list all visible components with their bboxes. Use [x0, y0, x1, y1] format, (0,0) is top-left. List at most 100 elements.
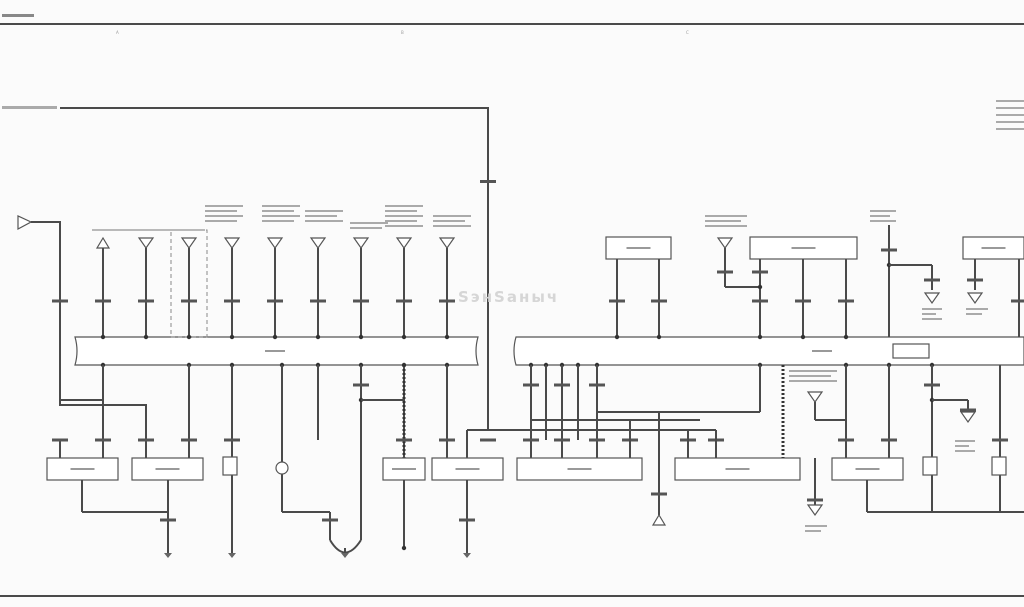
- connector: [353, 383, 369, 387]
- component-label: [725, 468, 750, 470]
- junction-dot: [800, 334, 806, 340]
- signal-triangle-down-icon: [266, 237, 284, 250]
- connector: [554, 383, 570, 387]
- component-label: [392, 468, 416, 470]
- column-marker-a: A: [116, 30, 119, 35]
- signal-triangle-down-icon: [395, 237, 413, 250]
- signal-triangle-down-icon: [806, 391, 824, 404]
- connector: [52, 299, 68, 303]
- connector: [1011, 299, 1024, 303]
- connector: [396, 438, 412, 442]
- connector: [224, 438, 240, 442]
- junction-dot: [843, 334, 849, 340]
- wire-label: [789, 375, 831, 377]
- wire-label: [385, 210, 417, 212]
- title-text-block: [2, 14, 34, 17]
- connector: [589, 438, 605, 442]
- component-label: [567, 468, 592, 470]
- feed-label: [2, 106, 57, 109]
- connector: [752, 299, 768, 303]
- connector: [967, 278, 983, 282]
- wire-label: [966, 313, 982, 315]
- antenna-triangle-icon: [17, 215, 33, 231]
- sensor-icon: [222, 456, 238, 476]
- bus-label-left: [265, 350, 285, 352]
- control-unit-bus-right: [513, 336, 1024, 366]
- wire-label: [385, 225, 423, 227]
- component-label: [70, 468, 95, 470]
- component-label: [855, 468, 880, 470]
- signal-triangle-up-icon: [95, 236, 111, 249]
- connector: [310, 299, 326, 303]
- signal-triangle-down-icon: [309, 237, 327, 250]
- signal-triangle-down-icon: [438, 237, 456, 250]
- connector: [95, 299, 111, 303]
- signal-triangle-down-icon: [352, 237, 370, 250]
- junction-dot: [186, 334, 192, 340]
- junction-dot: [143, 334, 149, 340]
- watermark: SэнSаныч: [458, 288, 559, 306]
- ground-icon: [228, 553, 236, 558]
- wire-label: [789, 380, 837, 382]
- connector: [807, 498, 823, 502]
- component-label: [981, 247, 1006, 249]
- wire-label: [262, 215, 300, 217]
- junction-dot: [401, 545, 407, 551]
- connector: [651, 299, 667, 303]
- feed-connector: [480, 180, 496, 183]
- connector: [523, 438, 539, 442]
- connector: [924, 278, 940, 282]
- signal-triangle-down-icon: [137, 237, 155, 250]
- wire-label: [262, 220, 294, 222]
- connector: [224, 299, 240, 303]
- wire-label: [789, 370, 837, 372]
- wire-label: [705, 225, 747, 227]
- connector: [609, 299, 625, 303]
- signal-triangle-down-icon: [806, 504, 824, 517]
- wire-label: [922, 318, 942, 320]
- ground-icon: [341, 553, 349, 558]
- connector: [992, 438, 1008, 442]
- connector: [651, 492, 667, 496]
- wire-label: [870, 210, 896, 212]
- signal-triangle-down-icon: [966, 292, 984, 305]
- connector: [960, 408, 976, 412]
- junction-dot: [656, 334, 662, 340]
- wire-label: [922, 308, 942, 310]
- wire-label: [433, 225, 471, 227]
- power-feed-wire: [60, 107, 489, 430]
- connector: [181, 299, 197, 303]
- wire-label: [205, 215, 243, 217]
- connector: [924, 383, 940, 387]
- connector: [138, 299, 154, 303]
- column-marker-b: B: [401, 30, 404, 35]
- signal-triangle-up-icon: [651, 513, 667, 526]
- antenna-wire: [31, 221, 147, 440]
- legend: [996, 100, 1024, 130]
- signal-triangle-down-icon: [959, 411, 977, 424]
- connector: [838, 299, 854, 303]
- connector: [439, 438, 455, 442]
- connector: [795, 299, 811, 303]
- connector: [523, 383, 539, 387]
- wire-label: [385, 205, 423, 207]
- wire-label: [955, 445, 969, 447]
- lamp-icon: [275, 461, 289, 475]
- connector: [480, 438, 496, 442]
- component-label: [626, 247, 651, 249]
- junction-dot: [315, 334, 321, 340]
- connector: [52, 438, 68, 442]
- connector: [838, 438, 854, 442]
- wire-label: [305, 210, 343, 212]
- wire-label: [205, 210, 237, 212]
- connector: [95, 438, 111, 442]
- wire-label: [805, 525, 827, 527]
- wire-label: [955, 450, 975, 452]
- wire-label: [350, 227, 382, 229]
- junction-dot: [100, 334, 106, 340]
- signal-triangle-down-icon: [223, 237, 241, 250]
- wire-label: [955, 440, 975, 442]
- wire-label: [305, 220, 343, 222]
- column-marker-c: C: [686, 30, 689, 35]
